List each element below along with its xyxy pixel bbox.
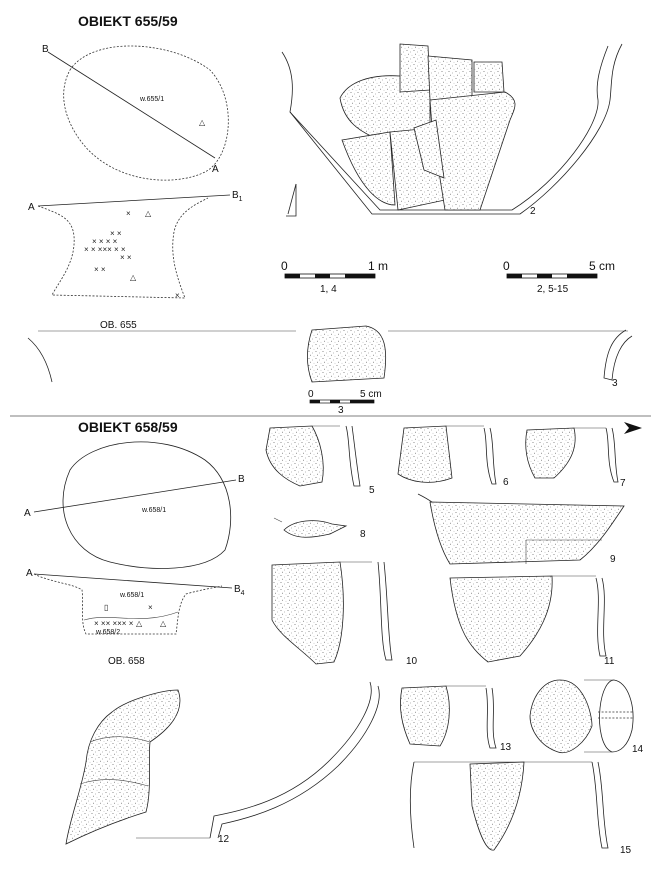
svg-text:×: × [126,209,131,218]
svg-text:× ×: × × [120,253,132,262]
find-8: 8 [273,517,366,540]
find-8-number: 8 [360,529,366,540]
arrow-right-icon [624,422,642,434]
feature-655-caption: OB. 655 [100,320,137,331]
find-5-number: 5 [369,485,375,496]
svg-text:△: △ [136,619,143,628]
scale-5cm-caption: 2, 5-15 [537,284,569,295]
scale-5cm-zero: 0 [503,259,510,273]
feature-658-plan: A B w.658/1 [24,441,245,569]
find-10-number: 10 [406,656,418,667]
plan-655-label-b: B [42,44,49,55]
plan-658-label-b: B [238,474,245,485]
find-15: 15 [409,761,632,856]
scale-bar-1m: 0 1 m 1, 4 [281,259,388,295]
svg-text:× ×: × × [110,229,122,238]
section-658-layer1: w.658/1 [119,592,144,599]
svg-text:× × ××× × ×: × × ××× × × [84,245,126,254]
svg-text:△: △ [145,209,152,218]
find-7-number: 7 [620,478,626,489]
feature-658-caption: OB. 658 [108,656,145,667]
find-6: 6 [397,425,509,488]
find-5: 5 [265,425,375,496]
feature-658-section: A B4 w.658/1 w.658/2 ▯ × × ×× ××× × △ △ [26,568,245,636]
svg-text:×: × [148,603,153,612]
svg-text:△: △ [160,619,167,628]
feature-655-title: OBIEKT 655/59 [78,13,178,29]
plan-658-fill-label: w.658/1 [141,507,166,514]
scale-small-end: 5 cm [360,389,382,400]
svg-text:△: △ [199,118,206,127]
scale-small-caption: 3 [338,405,344,416]
find-7: 7 [525,427,626,489]
find-2-vessel: 2 [281,43,623,217]
svg-text:× ×× ××× ×: × ×× ××× × [94,619,134,628]
section-658-layer2: w.658/2 [95,629,120,636]
find-13: 13 [400,685,512,753]
find-3-number: 3 [612,378,618,389]
scale-5cm-end: 5 cm [589,259,615,273]
feature-658-title: OBIEKT 658/59 [78,419,178,435]
find-11-number: 11 [604,656,615,667]
find-6-number: 6 [503,477,509,488]
plan-655-fill-label: w.655/1 [139,96,164,103]
find-12-number: 12 [218,834,230,845]
svg-text:×: × [175,291,180,300]
scale-bar-5cm: 0 5 cm 2, 5-15 [503,259,615,295]
section-658-label-a: A [26,568,33,579]
find-2-number: 2 [530,206,536,217]
plan-658-label-a: A [24,508,31,519]
scale-bar-small: 0 5 cm 3 [308,389,382,416]
find-9: 9 [417,493,625,565]
find-14-number: 14 [632,744,644,755]
find-11: 11 [449,575,615,667]
find-15-number: 15 [620,845,632,856]
scale-1m-caption: 1, 4 [320,284,337,295]
find-10: 10 [271,561,418,667]
find-13-number: 13 [500,742,512,753]
find-9-number: 9 [610,554,616,565]
north-arrow-icon [286,183,297,217]
feature-655-section: A B1 × × × × × × ××× × × × × × × × × × △… [28,190,243,300]
plan-655-label-a: A [212,164,219,175]
feature-655-plan: B A w.655/1 △ [42,44,229,181]
scale-small-zero: 0 [308,389,314,400]
find-12: 12 [65,681,380,845]
find-3-rim: 3 [27,325,633,389]
svg-text:▯: ▯ [104,603,108,612]
find-14: 14 [529,679,644,755]
svg-text:△: △ [130,273,137,282]
scale-1m-end: 1 m [368,259,388,273]
section-655-label-a: A [28,202,35,213]
section-658-label-b: B4 [234,584,245,597]
svg-text:× ×: × × [94,265,106,274]
section-655-label-b: B1 [232,190,243,203]
scale-1m-zero: 0 [281,259,288,273]
svg-text:× × × ×: × × × × [92,237,118,246]
